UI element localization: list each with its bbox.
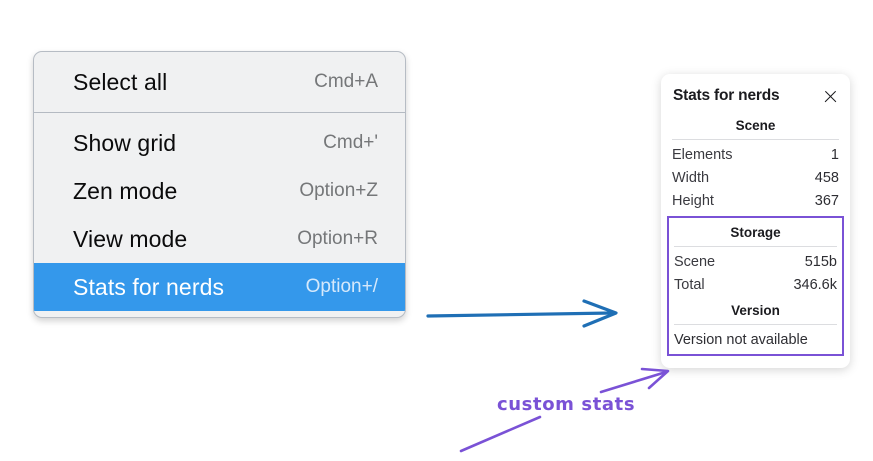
close-icon[interactable] (823, 89, 838, 104)
custom-stats-annotation-label: custom stats (497, 394, 636, 415)
stat-key: Elements (672, 146, 733, 163)
menu-item-shortcut: Option+Z (299, 180, 378, 201)
stat-key: Height (672, 192, 714, 209)
stat-row-height: Height 367 (672, 189, 839, 212)
stat-row-total-storage: Total 346.6k (674, 273, 837, 296)
stat-key: Width (672, 169, 710, 186)
stat-row-scene-storage: Scene 515b (674, 250, 837, 273)
menu-group-1: Select all Cmd+A (34, 52, 405, 112)
stats-panel-header: Stats for nerds (661, 84, 850, 111)
menu-item-label: Stats for nerds (73, 273, 225, 300)
menu-item-view-mode[interactable]: View mode Option+R (34, 215, 405, 263)
section-divider (674, 324, 837, 325)
section-title-version: Version (731, 303, 780, 318)
menu-item-label: View mode (73, 225, 188, 252)
purple-arrow-to-custom-stats (599, 367, 670, 394)
stats-section-version: Version Version not available (674, 296, 837, 350)
section-title-scene: Scene (735, 118, 776, 133)
stat-value: 1 (830, 146, 839, 163)
stat-value: 346.6k (793, 276, 837, 293)
menu-item-label: Select all (73, 68, 168, 95)
blue-arrow-to-stats-panel (426, 299, 618, 328)
stats-section-scene: Scene Elements 1 Width 458 Height 367 (661, 111, 850, 212)
stats-section-storage: Storage Scene 515b Total 346.6k (674, 218, 837, 296)
stat-row-width: Width 458 (672, 166, 839, 189)
stats-for-nerds-panel: Stats for nerds Scene Elements 1 Width 4… (661, 74, 850, 368)
menu-group-2: Show grid Cmd+' Zen mode Option+Z View m… (34, 112, 405, 317)
stat-row-elements: Elements 1 (672, 143, 839, 166)
stats-panel-title: Stats for nerds (673, 87, 780, 104)
menu-item-stats-for-nerds[interactable]: Stats for nerds Option+/ (34, 263, 405, 311)
menu-item-label: Zen mode (73, 177, 178, 204)
menu-item-zen-mode[interactable]: Zen mode Option+Z (34, 167, 405, 215)
stat-value: 515b (804, 253, 837, 270)
menu-item-show-grid[interactable]: Show grid Cmd+' (34, 119, 405, 167)
menu-item-label: Show grid (73, 129, 177, 156)
stat-key: Total (674, 276, 705, 293)
stat-value: 458 (814, 169, 839, 186)
section-title-storage: Storage (730, 225, 781, 240)
menu-item-shortcut: Cmd+' (323, 132, 378, 153)
custom-stats-highlight-box: Storage Scene 515b Total 346.6k Version … (667, 216, 844, 356)
menu-item-shortcut: Cmd+A (314, 71, 378, 92)
menu-item-shortcut: Option+/ (305, 276, 378, 297)
menu-item-shortcut: Option+R (297, 228, 378, 249)
context-menu[interactable]: Select all Cmd+A Show grid Cmd+' Zen mod… (33, 51, 406, 318)
purple-underline-stroke (459, 415, 542, 453)
stat-value: 367 (814, 192, 839, 209)
section-divider (674, 246, 837, 247)
version-value: Version not available (674, 332, 808, 348)
section-divider (672, 139, 839, 140)
stat-key: Scene (674, 253, 716, 270)
menu-item-select-all[interactable]: Select all Cmd+A (34, 58, 405, 106)
